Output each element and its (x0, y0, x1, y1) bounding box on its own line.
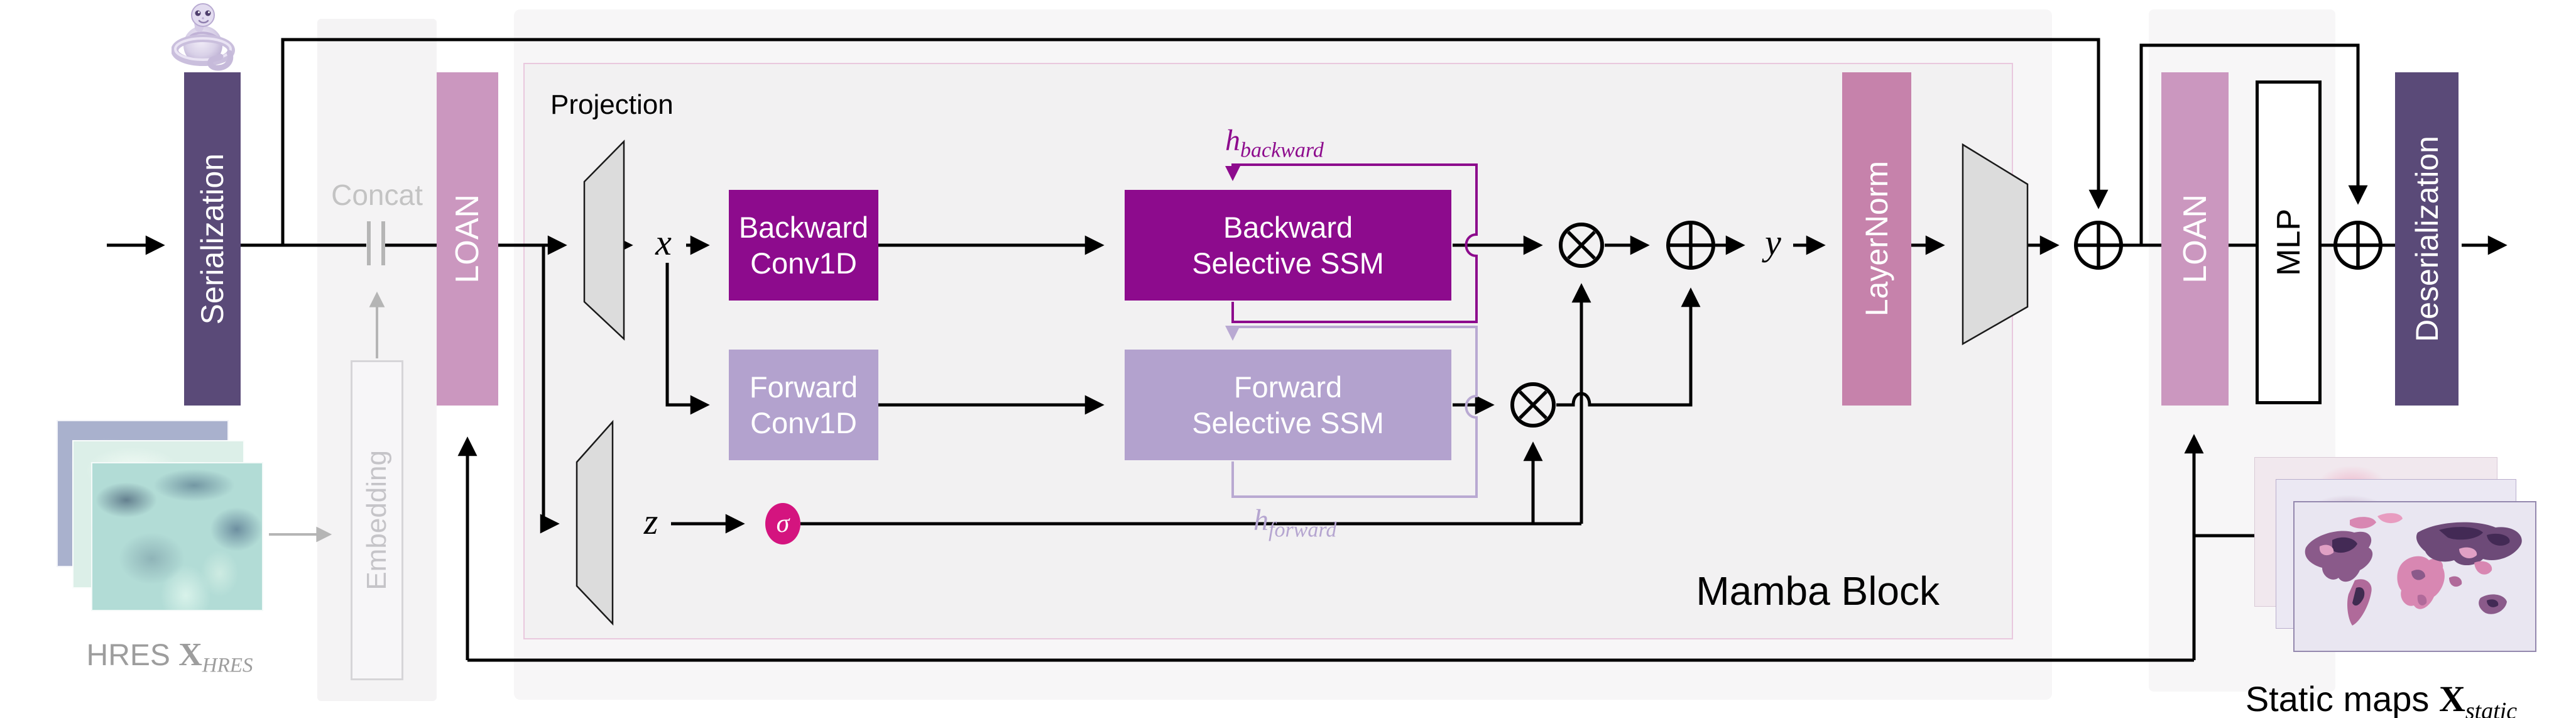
concat-label: Concat (317, 178, 437, 212)
add-operator-block-residual (2074, 221, 2123, 270)
backward-ssm-line1: Backward (1223, 210, 1353, 244)
forward-gated-to-add-line-with-hop (1556, 287, 1701, 407)
mlp-residual-skip-line (2139, 43, 2368, 245)
mamba-block-title: Mamba Block (1634, 568, 1940, 614)
loan-out-box: LOAN (2161, 72, 2229, 406)
mlp-label: MLP (2270, 209, 2307, 276)
serialization-label: Serialization (195, 153, 230, 325)
add-operator-gate (1666, 221, 1715, 270)
forward-conv-line2: Conv1D (750, 406, 857, 439)
sigma-activation-icon: σ (765, 503, 800, 544)
forward-conv-line1: Forward (749, 370, 858, 404)
forward-ssm-line2: Selective SSM (1192, 406, 1384, 439)
h-forward-base: h (1253, 504, 1269, 537)
backward-conv-line2: Conv1D (750, 246, 857, 280)
h-backward-base: h (1225, 124, 1240, 157)
static-map-sheet-front (2293, 501, 2536, 652)
forward-selective-ssm-box: Forward Selective SSM (1125, 350, 1451, 460)
hres-map-sheet-front (91, 462, 263, 611)
h-forward-recurrence-loop (1225, 326, 1478, 498)
signal-y-text: y (1765, 222, 1781, 263)
up-projection-trapezoid-z (576, 419, 614, 626)
mamba-snake-mascot-icon (172, 3, 235, 71)
concat-capacitor-icon (367, 221, 385, 265)
backward-conv1d-box: Backward Conv1D (729, 190, 878, 301)
signal-x-label: x (646, 221, 681, 263)
h-forward-label: hforward (1253, 503, 1336, 543)
forward-ssm-line1: Forward (1233, 370, 1343, 404)
layernorm-label: LayerNorm (1859, 161, 1894, 317)
signal-y-label: y (1755, 221, 1791, 263)
backward-ssm-line2: Selective SSM (1192, 246, 1384, 280)
signal-z-label: z (633, 500, 669, 543)
loan-in-box: LOAN (437, 72, 498, 406)
h-backward-sub: backward (1240, 138, 1324, 162)
concat-label-text: Concat (331, 179, 423, 211)
hres-caption-var: X (178, 637, 202, 673)
hres-caption-text: HRES (86, 639, 170, 672)
add-operator-mlp-residual (2333, 221, 2382, 270)
x-to-forward-conv-branch (665, 263, 710, 415)
up-projection-trapezoid-x (583, 139, 625, 341)
static-maps-caption: Static maps Xstatic (2186, 678, 2576, 718)
down-projection-trapezoid (1962, 143, 2029, 346)
h-backward-label: hbackward (1225, 123, 1324, 163)
embedding-box: Embedding (351, 360, 403, 680)
static-caption-text: Static maps (2245, 679, 2430, 718)
static-caption-subscript: static (2465, 698, 2518, 718)
backward-selective-ssm-box: Backward Selective SSM (1125, 190, 1451, 301)
backward-conv-line1: Backward (738, 210, 869, 244)
serialization-box: Serialization (184, 72, 241, 406)
block-residual-skip-line (281, 38, 2109, 245)
h-forward-sub: forward (1269, 518, 1337, 542)
embedding-label: Embedding (361, 450, 392, 590)
static-caption-var: X (2438, 678, 2465, 718)
deserialization-box: Deserialization (2395, 72, 2459, 406)
hres-caption-subscript: HRES (202, 654, 253, 677)
sigma-label: σ (776, 509, 790, 538)
forward-conv1d-box: Forward Conv1D (729, 350, 878, 460)
h-backward-recurrence-loop (1225, 163, 1478, 323)
loan-in-label: LOAN (449, 194, 486, 284)
projection-label-text: Projection (550, 89, 674, 120)
signal-x-text: x (655, 222, 672, 263)
deserialization-label: Deserialization (2409, 136, 2445, 342)
mamba-block-title-text: Mamba Block (1696, 568, 1940, 614)
multiply-operator-backward (1559, 223, 1604, 268)
hres-input-caption: HRES XHRES (57, 636, 283, 678)
projection-label: Projection (550, 89, 674, 121)
static-conditioning-bus (457, 434, 2254, 662)
multiply-operator-forward (1510, 382, 1556, 428)
signal-z-text: z (643, 501, 658, 542)
loan-out-label: LOAN (2176, 194, 2213, 284)
layernorm-box: LayerNorm (1842, 72, 1911, 406)
static-world-map-art (2305, 513, 2522, 626)
mlp-box: MLP (2256, 80, 2322, 404)
